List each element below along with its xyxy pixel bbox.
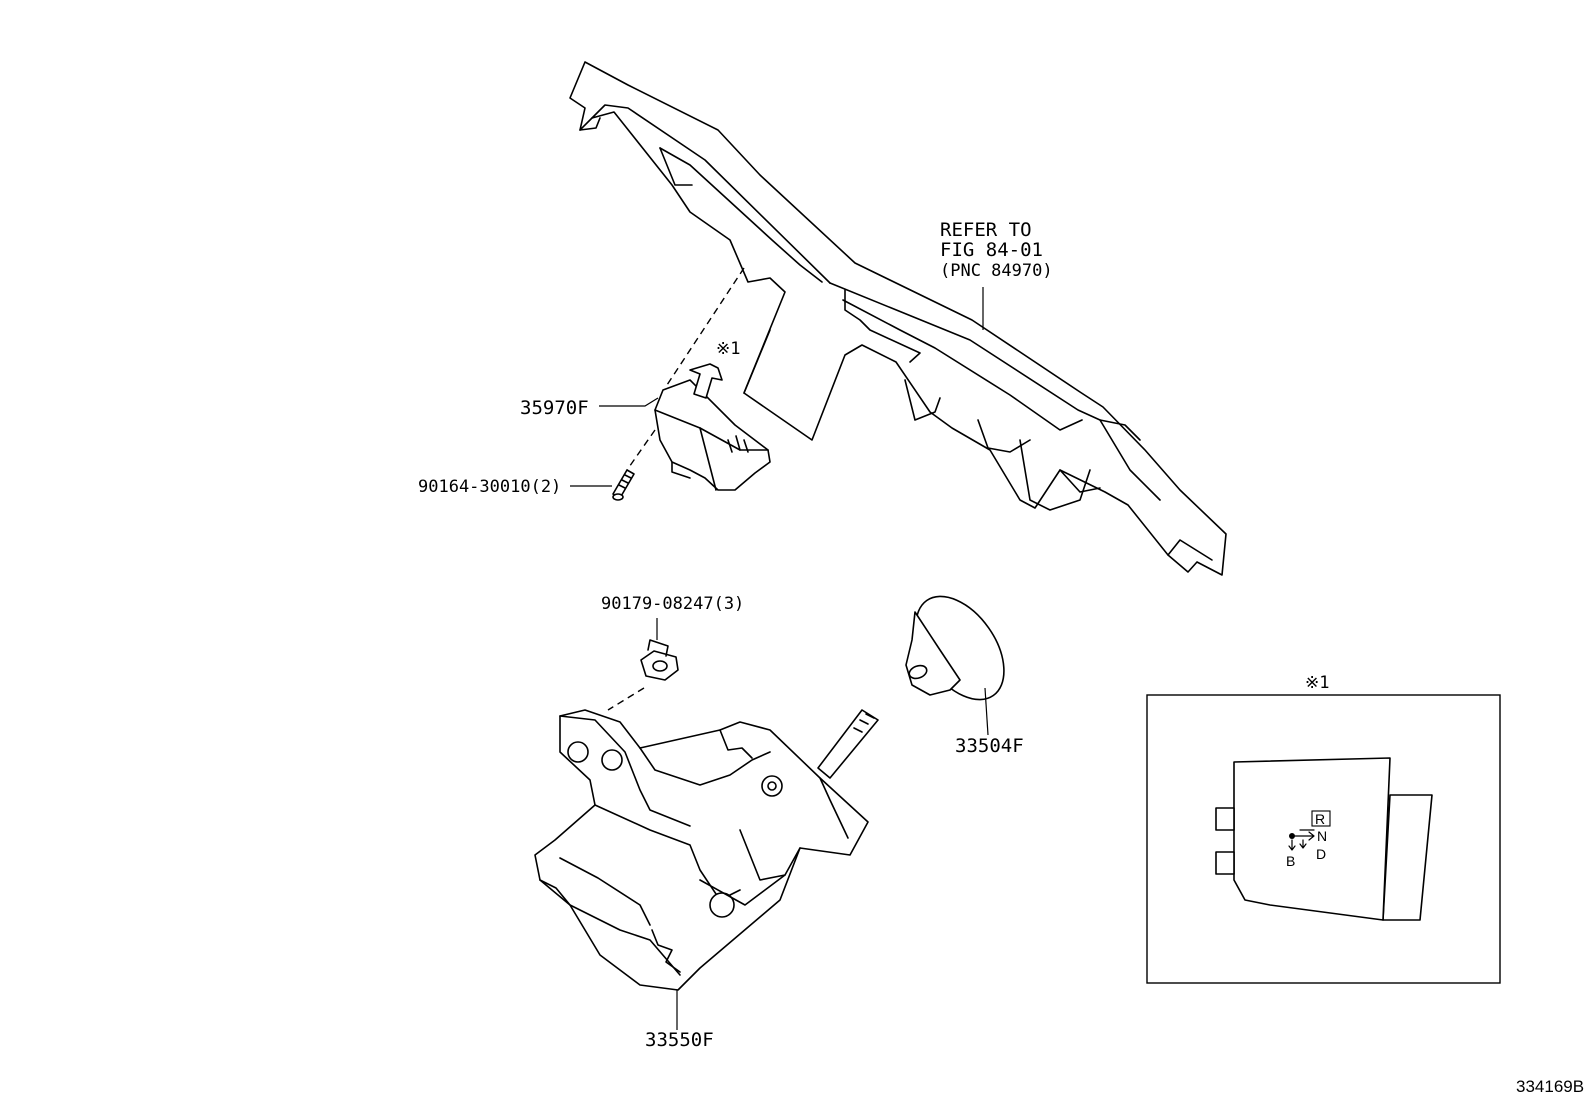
detail-view-frame	[1146, 694, 1501, 984]
indicator-r: R	[1315, 811, 1325, 827]
cluster-finish-panel	[569, 61, 1227, 576]
indicator-n: N	[1317, 828, 1327, 844]
illustration-code: 334169B	[1516, 1077, 1584, 1096]
indicator-d: D	[1316, 846, 1326, 862]
nut	[640, 639, 679, 681]
refer-line2: FIG 84-01	[940, 239, 1043, 261]
switch-leader	[599, 397, 659, 407]
shift-knob	[905, 595, 1005, 701]
refer-line1: REFER TO	[940, 219, 1032, 241]
knob-part-number: 33504F	[955, 735, 1024, 757]
shift-lever-assembly	[534, 709, 879, 991]
knob-leader	[984, 687, 989, 736]
view-arrow	[689, 363, 723, 399]
nut-part-number: 90179-08247(3)	[601, 594, 744, 614]
lever-part-number: 33550F	[645, 1029, 714, 1051]
screw-part-number: 90164-30010(2)	[418, 477, 561, 497]
detail-switch	[1215, 757, 1433, 921]
view-marker-label: ※1	[716, 339, 740, 359]
indicator-dot	[1289, 833, 1295, 839]
screw	[612, 469, 635, 501]
indicator-b: B	[1286, 853, 1295, 869]
nut-install-line	[607, 687, 645, 711]
refer-line3: (PNC 84970)	[940, 261, 1053, 281]
screw-install-line	[626, 429, 656, 471]
switch-part-number: 35970F	[520, 397, 589, 419]
detail-view-title: ※1	[1305, 673, 1329, 693]
switch-assembly	[654, 379, 771, 491]
indicator-r-frame	[1311, 810, 1331, 827]
